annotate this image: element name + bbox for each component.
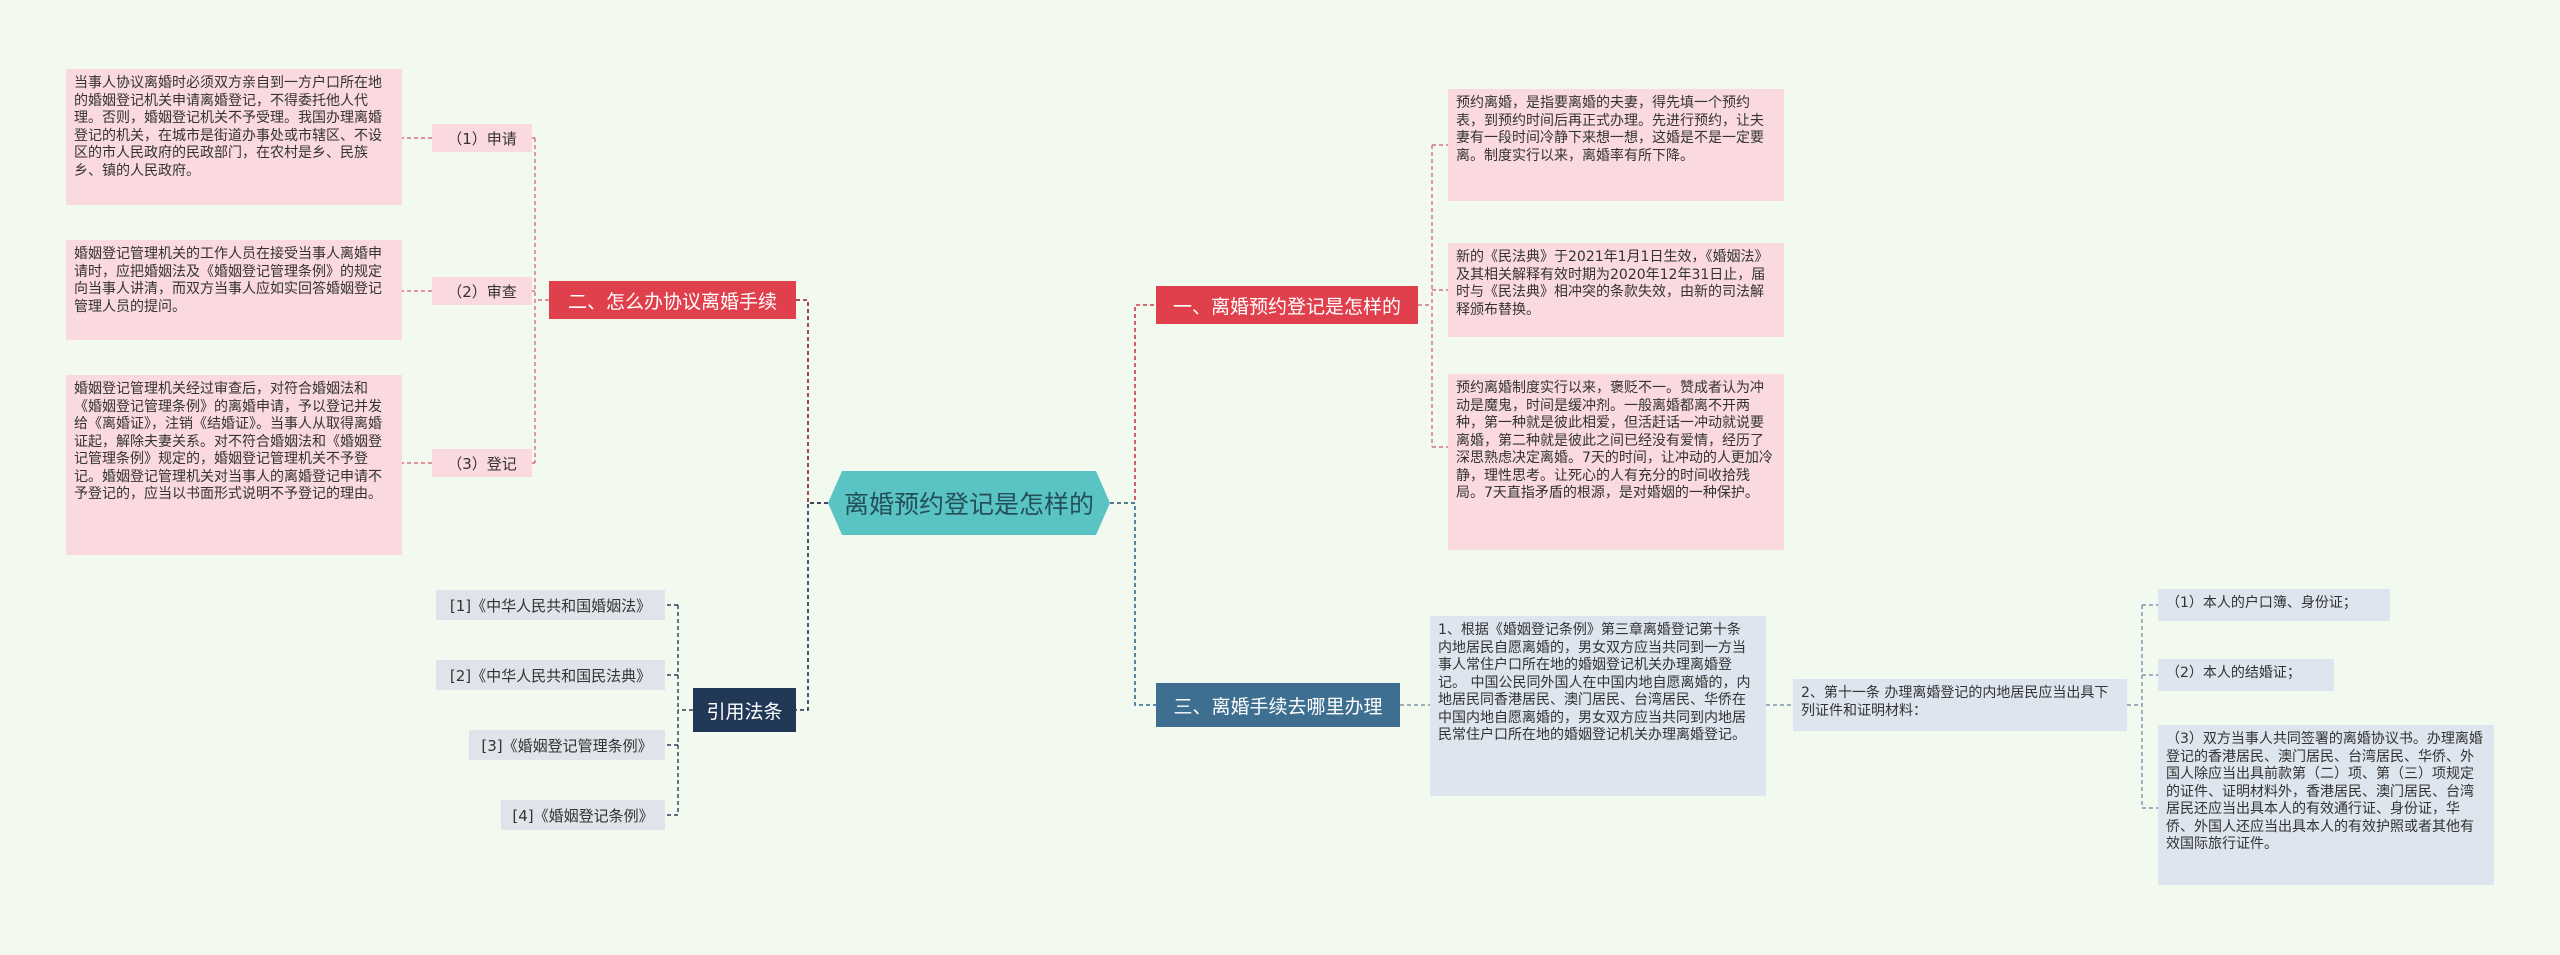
b2-step-2-label-text: （2）审查	[447, 282, 517, 301]
connector-b4-refs	[665, 604, 693, 816]
connector-b2-steps	[482, 137, 549, 464]
b2-step-1-label-text: （1）申请	[447, 129, 517, 148]
branch-4-label: 引用法条	[706, 700, 783, 723]
b3-item-2: 2、第十一条 办理离婚登记的内地居民应当出具下列证件和证明材料：	[1793, 679, 2127, 731]
branch-1-label: 一、离婚预约登记是怎样的	[1172, 295, 1401, 318]
b2-step-1-text: 当事人协议离婚时必须双方亲自到一方户口所在地的婚姻登记机关申请离婚登记，不得委托…	[66, 69, 402, 205]
b2-step-3-text-content: 婚姻登记管理机关经过审查后，对符合婚姻法和《婚姻登记管理条例》的离婚申请，予以登…	[74, 381, 382, 502]
b3-subitem-1-text: （1）本人的户口簿、身份证；	[2166, 595, 2357, 611]
b1-item-1: 预约离婚，是指要离婚的夫妻，得先填一个预约表，到预约时间后再正式办理。先进行预约…	[1448, 89, 1784, 201]
b3-subitem-1: （1）本人的户口簿、身份证；	[2158, 589, 2390, 621]
b1-item-2: 新的《民法典》于2021年1月1日生效，《婚姻法》及其相关解释有效时期为2020…	[1448, 243, 1784, 337]
b4-ref-3[interactable]: [3]《婚姻登记管理条例》	[469, 730, 665, 760]
b2-step-2-label[interactable]: （2）审查	[432, 277, 532, 305]
b4-ref-4-text: [4]《婚姻登记条例》	[512, 806, 654, 825]
branch-2-label: 二、怎么办协议离婚手续	[567, 290, 777, 313]
b3-item-1-text: 1、根据《婚姻登记条例》第三章离婚登记第十条 内地居民自愿离婚的，男女双方应当共…	[1438, 622, 1751, 743]
branch-3-topic[interactable]: 三、离婚手续去哪里办理	[1156, 683, 1400, 727]
b3-item-1: 1、根据《婚姻登记条例》第三章离婚登记第十条 内地居民自愿离婚的，男女双方应当共…	[1430, 616, 1766, 796]
branch-2-topic[interactable]: 二、怎么办协议离婚手续	[549, 281, 796, 319]
b3-subitem-3: （3）双方当事人共同签署的离婚协议书。办理离婚登记的香港居民、澳门居民、台湾居民…	[2158, 725, 2494, 885]
center-topic[interactable]: 离婚预约登记是怎样的	[828, 471, 1110, 535]
b1-item-3-text: 预约离婚制度实行以来，褒贬不一。赞成者认为冲动是魔鬼，时间是缓冲剂。一般离婚都离…	[1456, 380, 1773, 501]
b2-step-1-label[interactable]: （1）申请	[432, 124, 532, 152]
connector-b1-items	[1418, 144, 1448, 448]
b4-ref-1-text: [1]《中华人民共和国婚姻法》	[449, 596, 652, 615]
b4-ref-2[interactable]: [2]《中华人民共和国民法典》	[436, 660, 665, 690]
b2-step-2-text-content: 婚姻登记管理机关的工作人员在接受当事人离婚申请时，应把婚姻法及《婚姻登记管理条例…	[74, 246, 382, 315]
connector-center-b1	[1110, 304, 1156, 504]
b3-subitem-3-text: （3）双方当事人共同签署的离婚协议书。办理离婚登记的香港居民、澳门居民、台湾居民…	[2166, 731, 2483, 852]
b3-subitem-2: （2）本人的结婚证；	[2158, 659, 2334, 691]
b2-step-3-label[interactable]: （3）登记	[432, 449, 532, 477]
connector-item2-subitems	[2127, 604, 2158, 809]
connector-center-b4	[796, 502, 828, 711]
b2-step-2-text: 婚姻登记管理机关的工作人员在接受当事人离婚申请时，应把婚姻法及《婚姻登记管理条例…	[66, 240, 402, 340]
branch-3-label: 三、离婚手续去哪里办理	[1173, 695, 1383, 718]
b3-item-2-text: 2、第十一条 办理离婚登记的内地居民应当出具下列证件和证明材料：	[1801, 685, 2109, 719]
b1-item-2-text: 新的《民法典》于2021年1月1日生效，《婚姻法》及其相关解释有效时期为2020…	[1456, 249, 1769, 318]
b2-step-3-text: 婚姻登记管理机关经过审查后，对符合婚姻法和《婚姻登记管理条例》的离婚申请，予以登…	[66, 375, 402, 555]
connector-center-b3	[1110, 502, 1156, 706]
b4-ref-4[interactable]: [4]《婚姻登记条例》	[501, 800, 665, 830]
b1-item-3: 预约离婚制度实行以来，褒贬不一。赞成者认为冲动是魔鬼，时间是缓冲剂。一般离婚都离…	[1448, 374, 1784, 550]
branch-1-topic[interactable]: 一、离婚预约登记是怎样的	[1156, 286, 1418, 324]
b2-step-1-text-content: 当事人协议离婚时必须双方亲自到一方户口所在地的婚姻登记机关申请离婚登记，不得委托…	[74, 75, 382, 179]
b4-ref-3-text: [3]《婚姻登记管理条例》	[481, 736, 653, 755]
b4-ref-2-text: [2]《中华人民共和国民法典》	[449, 666, 652, 685]
b4-ref-1[interactable]: [1]《中华人民共和国婚姻法》	[436, 590, 665, 620]
connector-center-b2	[796, 299, 828, 504]
b2-step-3-label-text: （3）登记	[447, 454, 517, 473]
b1-item-1-text: 预约离婚，是指要离婚的夫妻，得先填一个预约表，到预约时间后再正式办理。先进行预约…	[1456, 95, 1764, 164]
b3-subitem-2-text: （2）本人的结婚证；	[2166, 665, 2301, 681]
branch-4-topic[interactable]: 引用法条	[693, 688, 796, 732]
center-topic-label: 离婚预约登记是怎样的	[843, 490, 1094, 519]
